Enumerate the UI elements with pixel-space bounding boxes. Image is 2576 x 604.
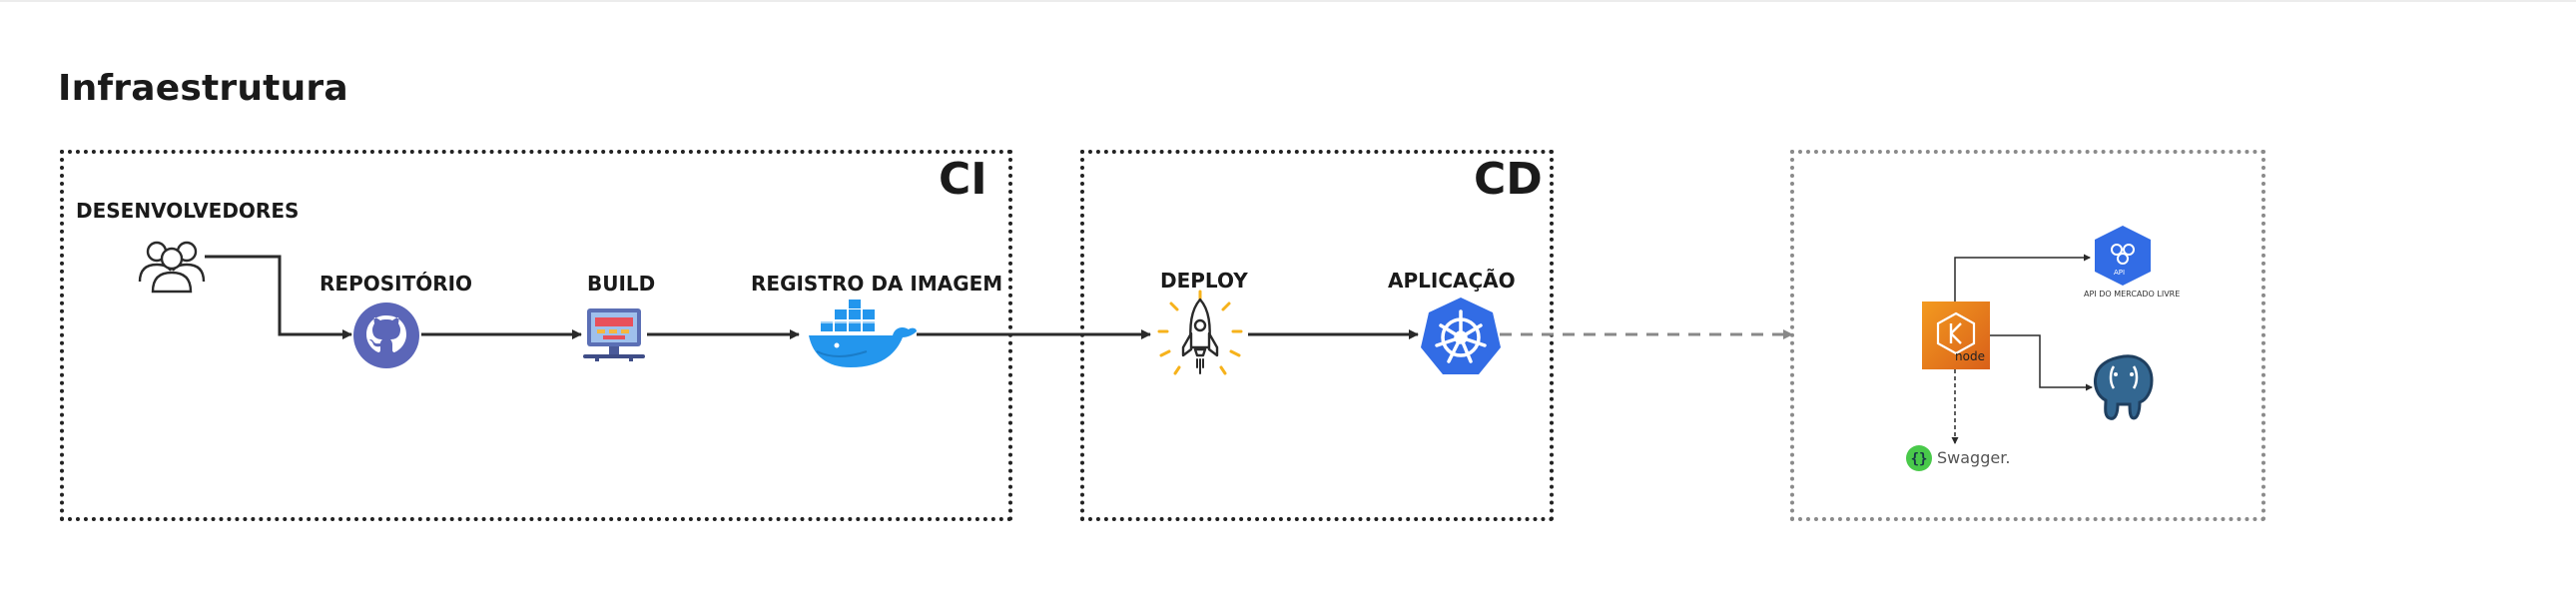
application-label: APLICAÇÃO [1388,269,1516,293]
node-badge: node [1955,349,1985,363]
edge-dev-repo [205,255,352,339]
api-label: API DO MERCADO LIVRE [2084,290,2181,299]
edge-node-api [1954,254,2091,302]
rocket-icon [1153,290,1247,387]
top-divider [0,0,2576,2]
svg-text:{}: {} [1911,451,1928,467]
swagger-icon: {} [1905,444,1933,476]
monitor-build-icon [581,306,647,366]
ci-label: CI [939,154,987,205]
build-label: BUILD [587,272,656,296]
api-badge: API [2114,269,2126,277]
developers-label: DESENVOLVEDORES [76,199,300,223]
cd-label: CD [1474,154,1543,205]
api-icon [2091,226,2155,290]
docker-whale-icon [807,300,919,375]
edge-node-db [1989,334,2093,391]
repository-label: REPOSITÓRIO [320,272,473,296]
page-title: Infraestrutura [58,68,348,109]
eks-node-icon [1922,302,1990,373]
github-icon [352,302,420,373]
postgresql-icon [2090,352,2158,426]
kubernetes-icon [1419,296,1503,379]
registry-label: REGISTRO DA IMAGEM [751,272,1003,296]
users-icon [137,235,207,299]
swagger-label: Swagger. [1937,448,2011,467]
deploy-label: DEPLOY [1160,269,1248,293]
